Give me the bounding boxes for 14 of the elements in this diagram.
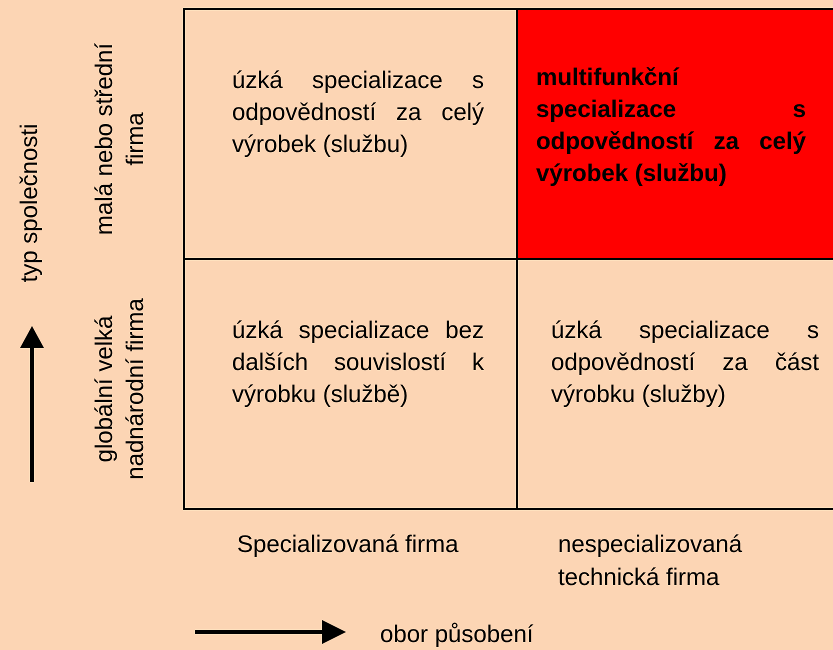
column-label: nespecializovaná technická firma [558,530,744,593]
highlighted-matrix-cell [516,8,833,258]
cell-text: úzká specializace s odpovědností za celý výrobek (službu) [232,66,484,160]
matrix-cell [183,258,516,510]
column-label: Specializovaná firma [237,530,460,560]
row-label: globální velká nadnárodní firma [90,297,150,482]
axis-label: obor působení [380,620,534,650]
row-label: malá nebo střední firma [90,42,150,238]
cell-text: multifunkční specializace s odpovědností za celý výrobek (službu) [536,63,806,189]
matrix-cell [516,258,833,510]
axis-label: typ společnosti [15,122,44,284]
matrix-cell [183,8,516,258]
cell-text: úzká specializace bez dalších souvislostí k výrobku (službě) [232,316,484,410]
cell-text: úzká specializace s odpovědností za část výrobku (služby) [551,316,819,410]
